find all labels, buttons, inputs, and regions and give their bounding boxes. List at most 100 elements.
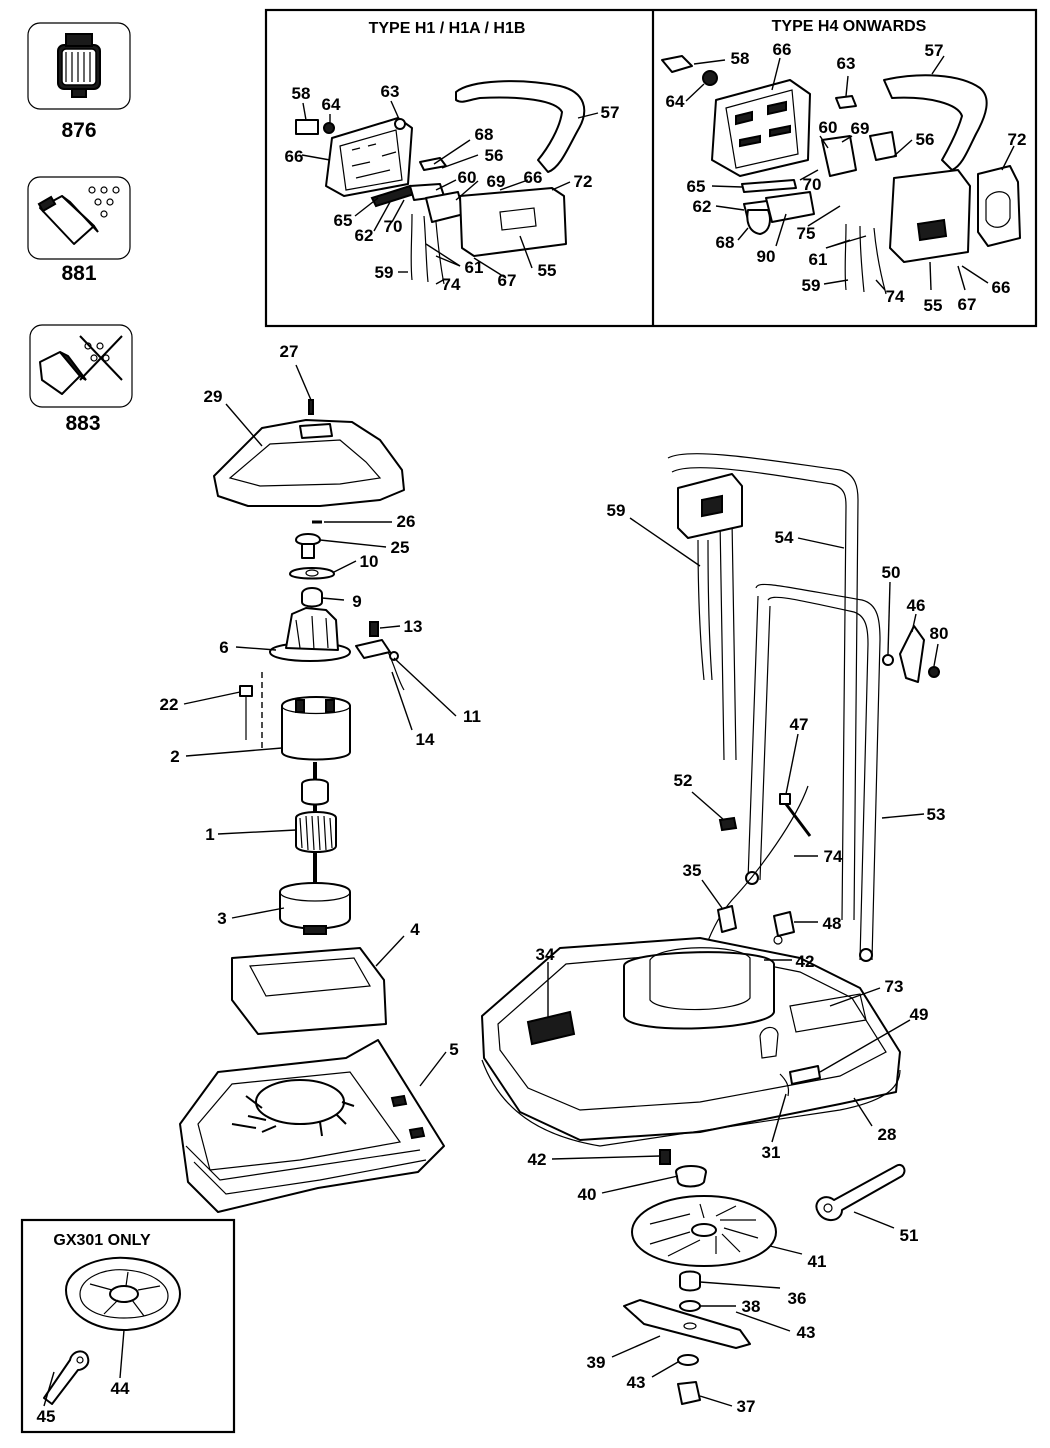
part-63-h4: [835, 95, 857, 109]
label-55-h4: 55: [924, 296, 943, 315]
label-5: 5: [449, 1040, 458, 1059]
handle-assembly: [667, 453, 940, 967]
label-66b: 66: [524, 168, 543, 187]
label-48: 48: [823, 914, 842, 933]
part-63: [394, 118, 406, 130]
label-41: 41: [808, 1252, 827, 1271]
label-64-h4: 64: [666, 92, 685, 111]
motor-kit-icon: [57, 33, 101, 98]
label-14: 14: [416, 730, 435, 749]
kit-883-frame: [29, 324, 133, 408]
label-67: 67: [498, 271, 517, 290]
label-47: 47: [790, 715, 809, 734]
label-50: 50: [882, 563, 901, 582]
switch-assembly-h4: [661, 55, 1021, 295]
label-59-h4: 59: [802, 276, 821, 295]
upper-handle-54: [667, 453, 859, 921]
nut-37: [677, 1381, 701, 1405]
gx301-header: GX301 ONLY: [53, 1232, 151, 1249]
kit-code-876: 876: [61, 119, 96, 142]
label-27: 27: [280, 342, 299, 361]
label-43b: 43: [627, 1373, 646, 1392]
label-74: 74: [824, 847, 843, 866]
part-68-h4: [746, 209, 771, 235]
label-6: 6: [219, 638, 228, 657]
label-54: 54: [775, 528, 794, 547]
kit-881: 881: [27, 176, 131, 285]
label-11: 11: [463, 707, 481, 726]
label-60-h4: 60: [819, 118, 838, 137]
panel-header-h4: TYPE H4 ONWARDS: [772, 18, 927, 35]
label-39: 39: [587, 1353, 606, 1372]
top-cover-29: [213, 419, 405, 507]
label-70-h4: 70: [803, 175, 822, 194]
fan-housing-3: [279, 882, 351, 930]
spacer-36: [679, 1270, 701, 1292]
label-69-h4: 69: [851, 119, 870, 138]
fan-cowl-73: [623, 951, 775, 1030]
label-59: 59: [375, 263, 394, 282]
inset-leaders: [301, 55, 1015, 291]
label-49: 49: [910, 1005, 929, 1024]
label-9: 9: [352, 592, 361, 611]
part-72-h4: [977, 165, 1021, 247]
label-37: 37: [737, 1397, 756, 1416]
gx301-frame: [20, 1218, 236, 1434]
label-45: 45: [37, 1407, 56, 1426]
label-4: 4: [410, 920, 420, 939]
blade-39: [623, 1299, 751, 1349]
main-leaders: [43, 364, 939, 1407]
label-28: 28: [878, 1125, 897, 1144]
kit-883: 883: [29, 324, 133, 435]
washer-10: [289, 567, 335, 580]
label-26: 26: [397, 512, 416, 531]
clip-48: [773, 911, 795, 937]
kit-881-frame: [27, 176, 131, 260]
stator-2: [281, 696, 351, 761]
panel-header-h1: TYPE H1 / H1A / H1B: [369, 20, 526, 37]
label-58-h4: 58: [731, 49, 750, 68]
kit-876: 876: [27, 22, 131, 142]
label-57-h4: 57: [925, 41, 944, 60]
part-64: [323, 122, 335, 134]
knob-46: [899, 625, 925, 683]
label-40: 40: [578, 1185, 597, 1204]
label-25: 25: [391, 538, 410, 557]
blade-assembly: [623, 1149, 906, 1405]
label-68-h4: 68: [716, 233, 735, 252]
label-38: 38: [742, 1297, 761, 1316]
label-34: 34: [536, 945, 555, 964]
label-68: 68: [475, 125, 494, 144]
motor-housing-5: [179, 1039, 445, 1213]
label-63: 63: [381, 82, 400, 101]
label-31: 31: [762, 1143, 781, 1162]
inset-panels: TYPE H1 / H1A / H1B TYPE H4 ONWARDS: [264, 8, 1038, 328]
label-43: 43: [797, 1323, 816, 1342]
label-22: 22: [160, 695, 179, 714]
label-66: 66: [285, 147, 304, 166]
label-66c-h4: 66: [992, 278, 1011, 297]
bearing-9: [301, 587, 323, 608]
label-72-h4: 72: [1008, 130, 1027, 149]
label-80: 80: [930, 624, 949, 643]
switch-kit-no-spray-icon: [39, 335, 123, 395]
part-65-h4: [741, 179, 797, 193]
handle-clip-57-h4: [883, 74, 988, 171]
lower-handle-53: [755, 583, 881, 961]
part-56-h4: [869, 131, 897, 161]
part-69-h4: [821, 135, 857, 177]
part-25: [295, 533, 321, 546]
kit-876-frame: [27, 22, 131, 110]
deck-28: [481, 937, 901, 1147]
label-55: 55: [538, 261, 557, 280]
label-62: 62: [355, 226, 374, 245]
label-56-h4: 56: [916, 130, 935, 149]
label-75: 75: [797, 224, 816, 243]
part-90: [765, 191, 815, 223]
label-13: 13: [404, 617, 423, 636]
inset-right-labels: 58 66 63 57 64 60 69 56 72 65 70 62 75 6…: [666, 40, 1027, 315]
gasket-4: [231, 947, 387, 1035]
label-46: 46: [907, 596, 926, 615]
label-59: 59: [607, 501, 626, 520]
label-65: 65: [334, 211, 353, 230]
